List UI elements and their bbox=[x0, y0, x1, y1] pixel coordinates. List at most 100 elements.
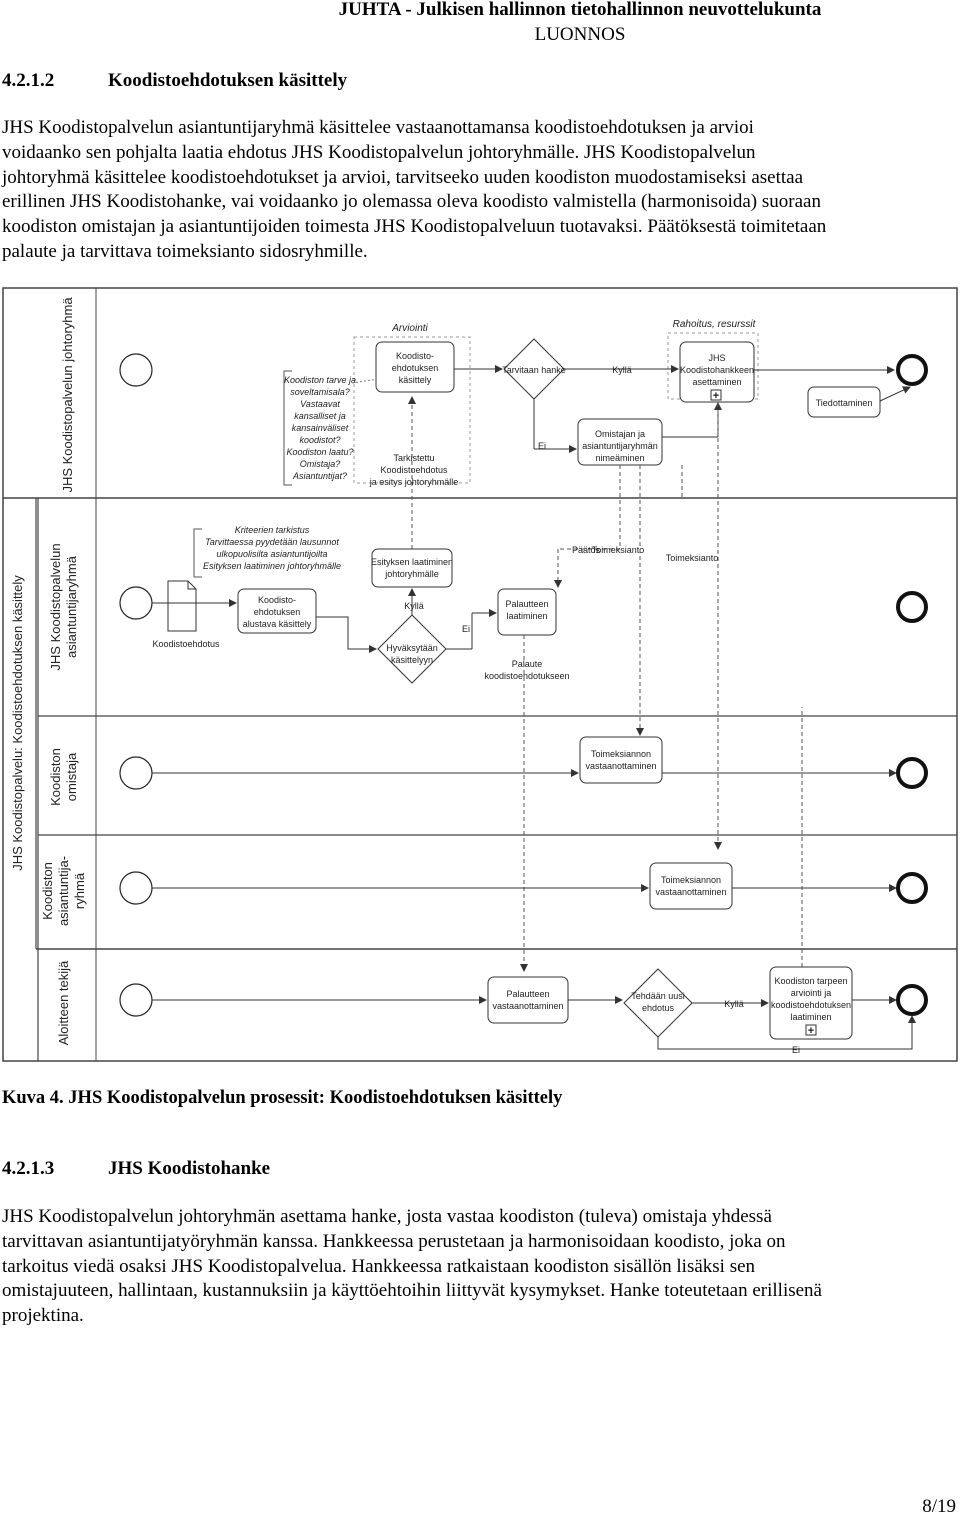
svg-text:ulkopuolisilta asiantuntijoilt: ulkopuolisilta asiantuntijoilta bbox=[216, 549, 327, 559]
section-paragraph-2: JHS Koodistopalvelun johtoryhmän asettam… bbox=[2, 1205, 952, 1329]
paragraph-line: koodiston omistajan ja asiantuntijoiden … bbox=[2, 216, 827, 238]
svg-text:Koodistohankkeen: Koodistohankkeen bbox=[680, 365, 754, 375]
message-label-palaute: Palaute koodistoehdotukseen bbox=[484, 659, 569, 681]
task-tiedottaminen bbox=[807, 386, 881, 418]
svg-text:kansainväliset: kansainväliset bbox=[292, 423, 349, 433]
svg-text:Palautteen: Palautteen bbox=[506, 989, 549, 999]
svg-text:Tehdään uusi: Tehdään uusi bbox=[631, 991, 685, 1001]
task-label: Toimeksiannon vastaanottaminen bbox=[585, 749, 656, 771]
svg-text:ja esitys johtoryhmälle: ja esitys johtoryhmälle bbox=[369, 477, 459, 487]
start-event-omistaja bbox=[119, 756, 153, 790]
group-label-arviointi: Arviointi bbox=[391, 323, 428, 334]
flow-label-kylla-3: Kyllä bbox=[724, 999, 744, 1009]
gateway-label: Tehdään uusi ehdotus bbox=[631, 991, 685, 1013]
task-koodistoehdotuksen-kasittely bbox=[375, 341, 455, 393]
end-event-asiantuntijaryhma2 bbox=[896, 872, 928, 904]
lane-label-omistaja-2: omistaja bbox=[64, 752, 79, 801]
svg-text:Tarvittaessa pyydetään lausunn: Tarvittaessa pyydetään lausunnot bbox=[205, 537, 339, 547]
svg-text:johtoryhmälle: johtoryhmälle bbox=[384, 569, 439, 579]
svg-text:Asiantuntijat?: Asiantuntijat? bbox=[292, 471, 347, 481]
flow-label-toimeksianto-2: Toimeksianto bbox=[666, 553, 719, 563]
paragraph-line: omistajuuteen, hallintaan, kustannuksiin… bbox=[2, 1280, 822, 1302]
task-label: Tiedottaminen bbox=[816, 398, 873, 408]
svg-text:Esityksen laatiminen: Esityksen laatiminen bbox=[371, 557, 453, 567]
svg-text:käsittelyyn: käsittelyyn bbox=[391, 655, 433, 665]
svg-text:vastaanottaminen: vastaanottaminen bbox=[492, 1001, 563, 1011]
svg-text:asettaminen: asettaminen bbox=[692, 377, 741, 387]
flow-label-ei-2: Ei bbox=[462, 624, 470, 634]
paragraph-line: erillinen JHS Koodistohanke, vai voidaan… bbox=[2, 191, 821, 213]
svg-text:kansalliset ja: kansalliset ja bbox=[294, 411, 346, 421]
paragraph-line: JHS Koodistopalvelun asiantuntijaryhmä k… bbox=[2, 117, 754, 138]
svg-text:Esityksen laatiminen johtoryhm: Esityksen laatiminen johtoryhmälle bbox=[203, 561, 341, 571]
svg-text:Vastaavat: Vastaavat bbox=[300, 399, 340, 409]
svg-text:Omistaja?: Omistaja? bbox=[300, 459, 341, 469]
svg-text:koodistoehdotuksen: koodistoehdotuksen bbox=[771, 1000, 851, 1010]
data-object-label: Koodistoehdotus bbox=[152, 639, 220, 649]
paragraph-line: palaute ja tarvittava toimeksianto sidos… bbox=[2, 240, 368, 262]
end-event-asiantuntijaryhma bbox=[896, 591, 928, 623]
svg-text:vastaanottaminen: vastaanottaminen bbox=[585, 761, 656, 771]
task-label: Omistajan ja asiantuntijaryhmän nimeämin… bbox=[582, 429, 658, 463]
svg-text:Tarkistettu: Tarkistettu bbox=[393, 453, 434, 463]
gateway-label: Tarvitaan hanke bbox=[502, 365, 566, 375]
section-heading-1: 4.2.1.2 Koodistoehdotuksen käsittely bbox=[2, 70, 347, 92]
svg-text:JHS: JHS bbox=[708, 353, 725, 363]
svg-text:Koodiston laatu?: Koodiston laatu? bbox=[286, 447, 353, 457]
flow-label-kylla-2: Kyllä bbox=[404, 601, 424, 611]
section-heading-2: 4.2.1.3 JHS Koodistohanke bbox=[2, 1158, 270, 1180]
section-title: Koodistoehdotuksen käsittely bbox=[108, 70, 348, 91]
task-label: Koodiston tarpeen arviointi ja koodistoe… bbox=[771, 976, 851, 1022]
svg-text:Toimeksiannon: Toimeksiannon bbox=[661, 875, 721, 885]
task-alustava-kasittely bbox=[237, 588, 317, 634]
task-label: Palautteen vastaanottaminen bbox=[492, 989, 563, 1011]
svg-text:Koodisto-: Koodisto- bbox=[396, 351, 434, 361]
svg-text:Koodisto-: Koodisto- bbox=[258, 595, 296, 605]
section-number: 4.2.1.3 bbox=[2, 1158, 55, 1179]
flow-label-ei-3: Ei bbox=[792, 1045, 800, 1055]
svg-text:Omistajan ja: Omistajan ja bbox=[595, 429, 645, 439]
start-event-aloitteen bbox=[119, 983, 153, 1017]
task-label: Koodisto- ehdotuksen käsittely bbox=[392, 351, 439, 385]
flow-label-toimeksianto: Toimeksianto bbox=[592, 545, 645, 555]
gateway-hyvaksytaan bbox=[377, 614, 447, 684]
svg-text:koodistoehdotukseen: koodistoehdotukseen bbox=[484, 671, 569, 681]
annotation-arviointi: Koodiston tarve ja soveltamisala? Vastaa… bbox=[284, 375, 356, 481]
group-label-rahoitus: Rahoitus, resurssit bbox=[673, 319, 757, 330]
task-label: Toimeksiannon vastaanottaminen bbox=[655, 875, 726, 897]
flow-label-ei: Ei bbox=[538, 441, 546, 451]
svg-text:laatiminen: laatiminen bbox=[790, 1012, 831, 1022]
svg-text:asiantuntijaryhmän: asiantuntijaryhmän bbox=[582, 441, 658, 451]
lane-label-omistaja-1: Koodiston bbox=[48, 748, 63, 806]
lane-label-johtoryhma: JHS Koodistopalvelun johtoryhmä bbox=[60, 297, 75, 493]
svg-text:alustava käsittely: alustava käsittely bbox=[243, 619, 312, 629]
svg-text:laatiminen: laatiminen bbox=[506, 611, 547, 621]
svg-text:+: + bbox=[713, 390, 719, 402]
section-paragraph-1: JHS Koodistopalvelun asiantuntijaryhmä k… bbox=[2, 116, 952, 265]
gateway-label: Hyväksytään käsittelyyn bbox=[386, 643, 438, 665]
section-title: JHS Koodistohanke bbox=[108, 1158, 271, 1179]
svg-text:Hyväksytään: Hyväksytään bbox=[386, 643, 438, 653]
section-number: 4.2.1.2 bbox=[2, 70, 55, 91]
task-label: Palautteen laatiminen bbox=[505, 599, 548, 621]
pool-label: JHS Koodistopalvelu: Koodistoehdotuksen … bbox=[10, 575, 25, 871]
svg-text:käsittely: käsittely bbox=[399, 375, 432, 385]
svg-text:ehdotus: ehdotus bbox=[642, 1003, 675, 1013]
paragraph-line: JHS Koodistopalvelun johtoryhmän asettam… bbox=[2, 1206, 772, 1227]
data-object-icon bbox=[167, 580, 197, 632]
paragraph-line: tarkoitus viedä osaksi JHS Koodistopalve… bbox=[2, 1255, 756, 1277]
process-diagram: JHS Koodistopalvelun johtoryhmä JHS Kood… bbox=[2, 287, 958, 1062]
figure-caption: Kuva 4. JHS Koodistopalvelun prosessit: … bbox=[2, 1088, 563, 1108]
svg-text:Palaute: Palaute bbox=[512, 659, 543, 669]
annotation-kriteerit: Kriteerien tarkistus Tarvittaessa pyydet… bbox=[203, 525, 341, 571]
task-label: JHS Koodistohankkeen asettaminen bbox=[680, 353, 754, 387]
start-event-asiantuntijaryhma bbox=[119, 586, 153, 620]
svg-text:koodistot?: koodistot? bbox=[299, 435, 340, 445]
task-esityksen-laatiminen bbox=[371, 548, 453, 588]
paragraph-line: johtoryhmä käsittelee koodistoehdotukset… bbox=[2, 166, 804, 188]
lane-label-aloitteen: Aloitteen tekijä bbox=[56, 960, 71, 1045]
end-event-johtoryhma bbox=[896, 354, 928, 386]
svg-text:soveltamisala?: soveltamisala? bbox=[290, 387, 350, 397]
lane-label-asiantuntijaryhma2-2: asiantuntija- bbox=[56, 856, 71, 926]
svg-text:+: + bbox=[808, 1025, 814, 1037]
